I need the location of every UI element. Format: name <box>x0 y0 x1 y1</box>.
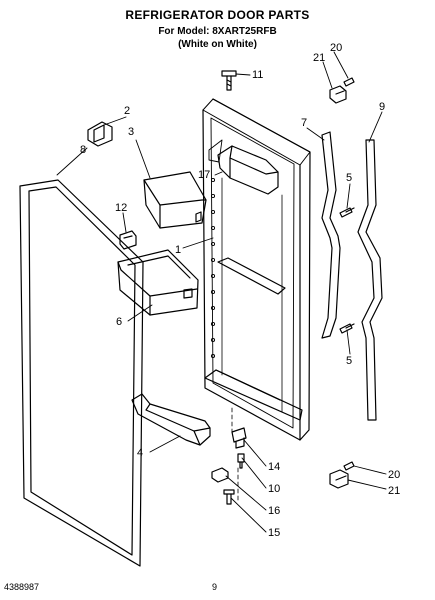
bottom-handle-screw-part <box>343 461 355 471</box>
callout-5-lower: 5 <box>346 355 352 367</box>
leader-lines <box>56 51 387 533</box>
top-screw-part <box>221 70 237 91</box>
model-line: For Model: 8XART25RFB <box>158 26 277 37</box>
callout-2: 2 <box>124 105 130 117</box>
door-bin-part <box>117 249 199 316</box>
door-bar-part <box>131 393 211 446</box>
top-handle-screw-part <box>343 77 355 87</box>
dairy-door-part <box>143 171 207 229</box>
top-handle-bracket-part <box>329 85 347 104</box>
door-liner-part <box>202 98 311 441</box>
callout-12: 12 <box>115 202 127 214</box>
page-number: 9 <box>212 582 218 592</box>
lower-hinge-bushing-part <box>231 427 247 449</box>
document-number: 4388987 <box>4 582 40 592</box>
lower-hinge-bracket-part <box>211 467 229 483</box>
callout-9: 9 <box>379 101 385 113</box>
shelf-clip-part <box>119 230 137 250</box>
callout-7: 7 <box>301 117 307 129</box>
lower-hinge-screw-part <box>223 489 235 505</box>
callout-21-bottom: 21 <box>388 485 400 497</box>
bottom-handle-bracket-part <box>329 469 349 489</box>
hinge-bracket-part <box>87 121 113 147</box>
callout-20-top: 20 <box>330 42 342 54</box>
callout-10: 10 <box>268 483 280 495</box>
callout-20-bottom: 20 <box>388 469 400 481</box>
callout-6: 6 <box>116 316 122 328</box>
handle-trim-part <box>321 131 341 339</box>
callout-14: 14 <box>268 461 280 473</box>
handle-strip-part <box>357 139 383 421</box>
door-gasket-part <box>19 179 144 567</box>
color-line: (White on White) <box>178 39 257 50</box>
callout-16: 16 <box>268 505 280 517</box>
page-title: REFRIGERATOR DOOR PARTS <box>125 8 310 22</box>
trim-screw-lower-part <box>339 323 355 334</box>
callout-5-upper: 5 <box>346 172 352 184</box>
callout-1: 1 <box>175 244 181 256</box>
callout-3: 3 <box>128 126 134 138</box>
callout-8: 8 <box>80 144 86 156</box>
callout-4: 4 <box>137 447 143 459</box>
lower-hinge-pin-part <box>237 453 245 469</box>
callout-11: 11 <box>252 69 263 81</box>
callout-15: 15 <box>268 527 280 539</box>
trim-screw-upper-part <box>339 207 355 218</box>
callout-21-top: 21 <box>313 52 325 64</box>
callout-17: 17 <box>198 169 210 181</box>
